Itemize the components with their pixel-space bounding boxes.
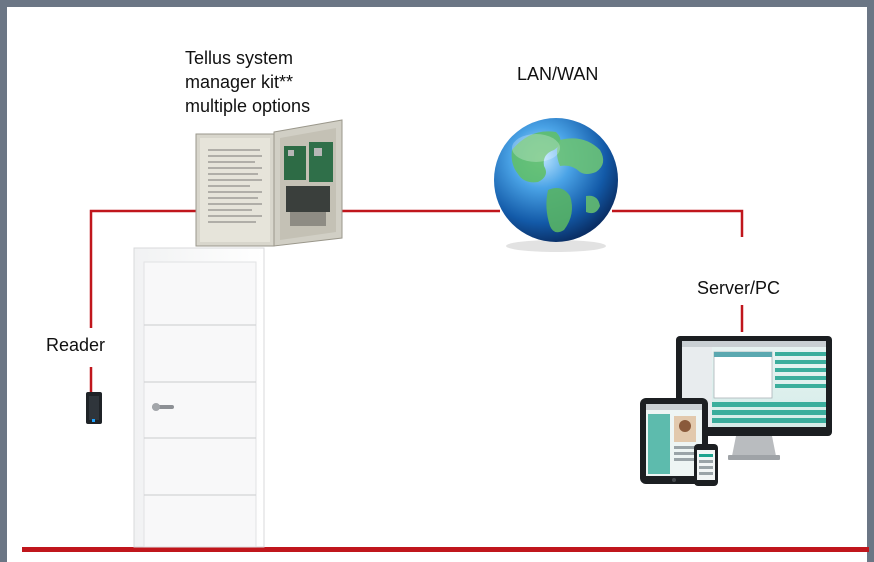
connection-lines (89, 209, 744, 393)
door-icon (133, 247, 265, 548)
card-reader-icon (86, 392, 102, 424)
reader-to-manager-line (89, 209, 200, 328)
server-label: Server/PC (697, 278, 781, 298)
control-panel-icon (195, 119, 343, 247)
globe-icon (494, 118, 618, 252)
monitor-icon (676, 336, 832, 460)
manager-kit-label: Tellus system manager kit** multiple opt… (185, 48, 311, 116)
floor-line (22, 547, 869, 552)
tablet-icon (640, 398, 708, 484)
network-label: LAN/WAN (517, 64, 599, 84)
globe-to-server-line (612, 209, 744, 237)
reader-label: Reader (46, 335, 106, 355)
phone-icon (694, 444, 718, 486)
